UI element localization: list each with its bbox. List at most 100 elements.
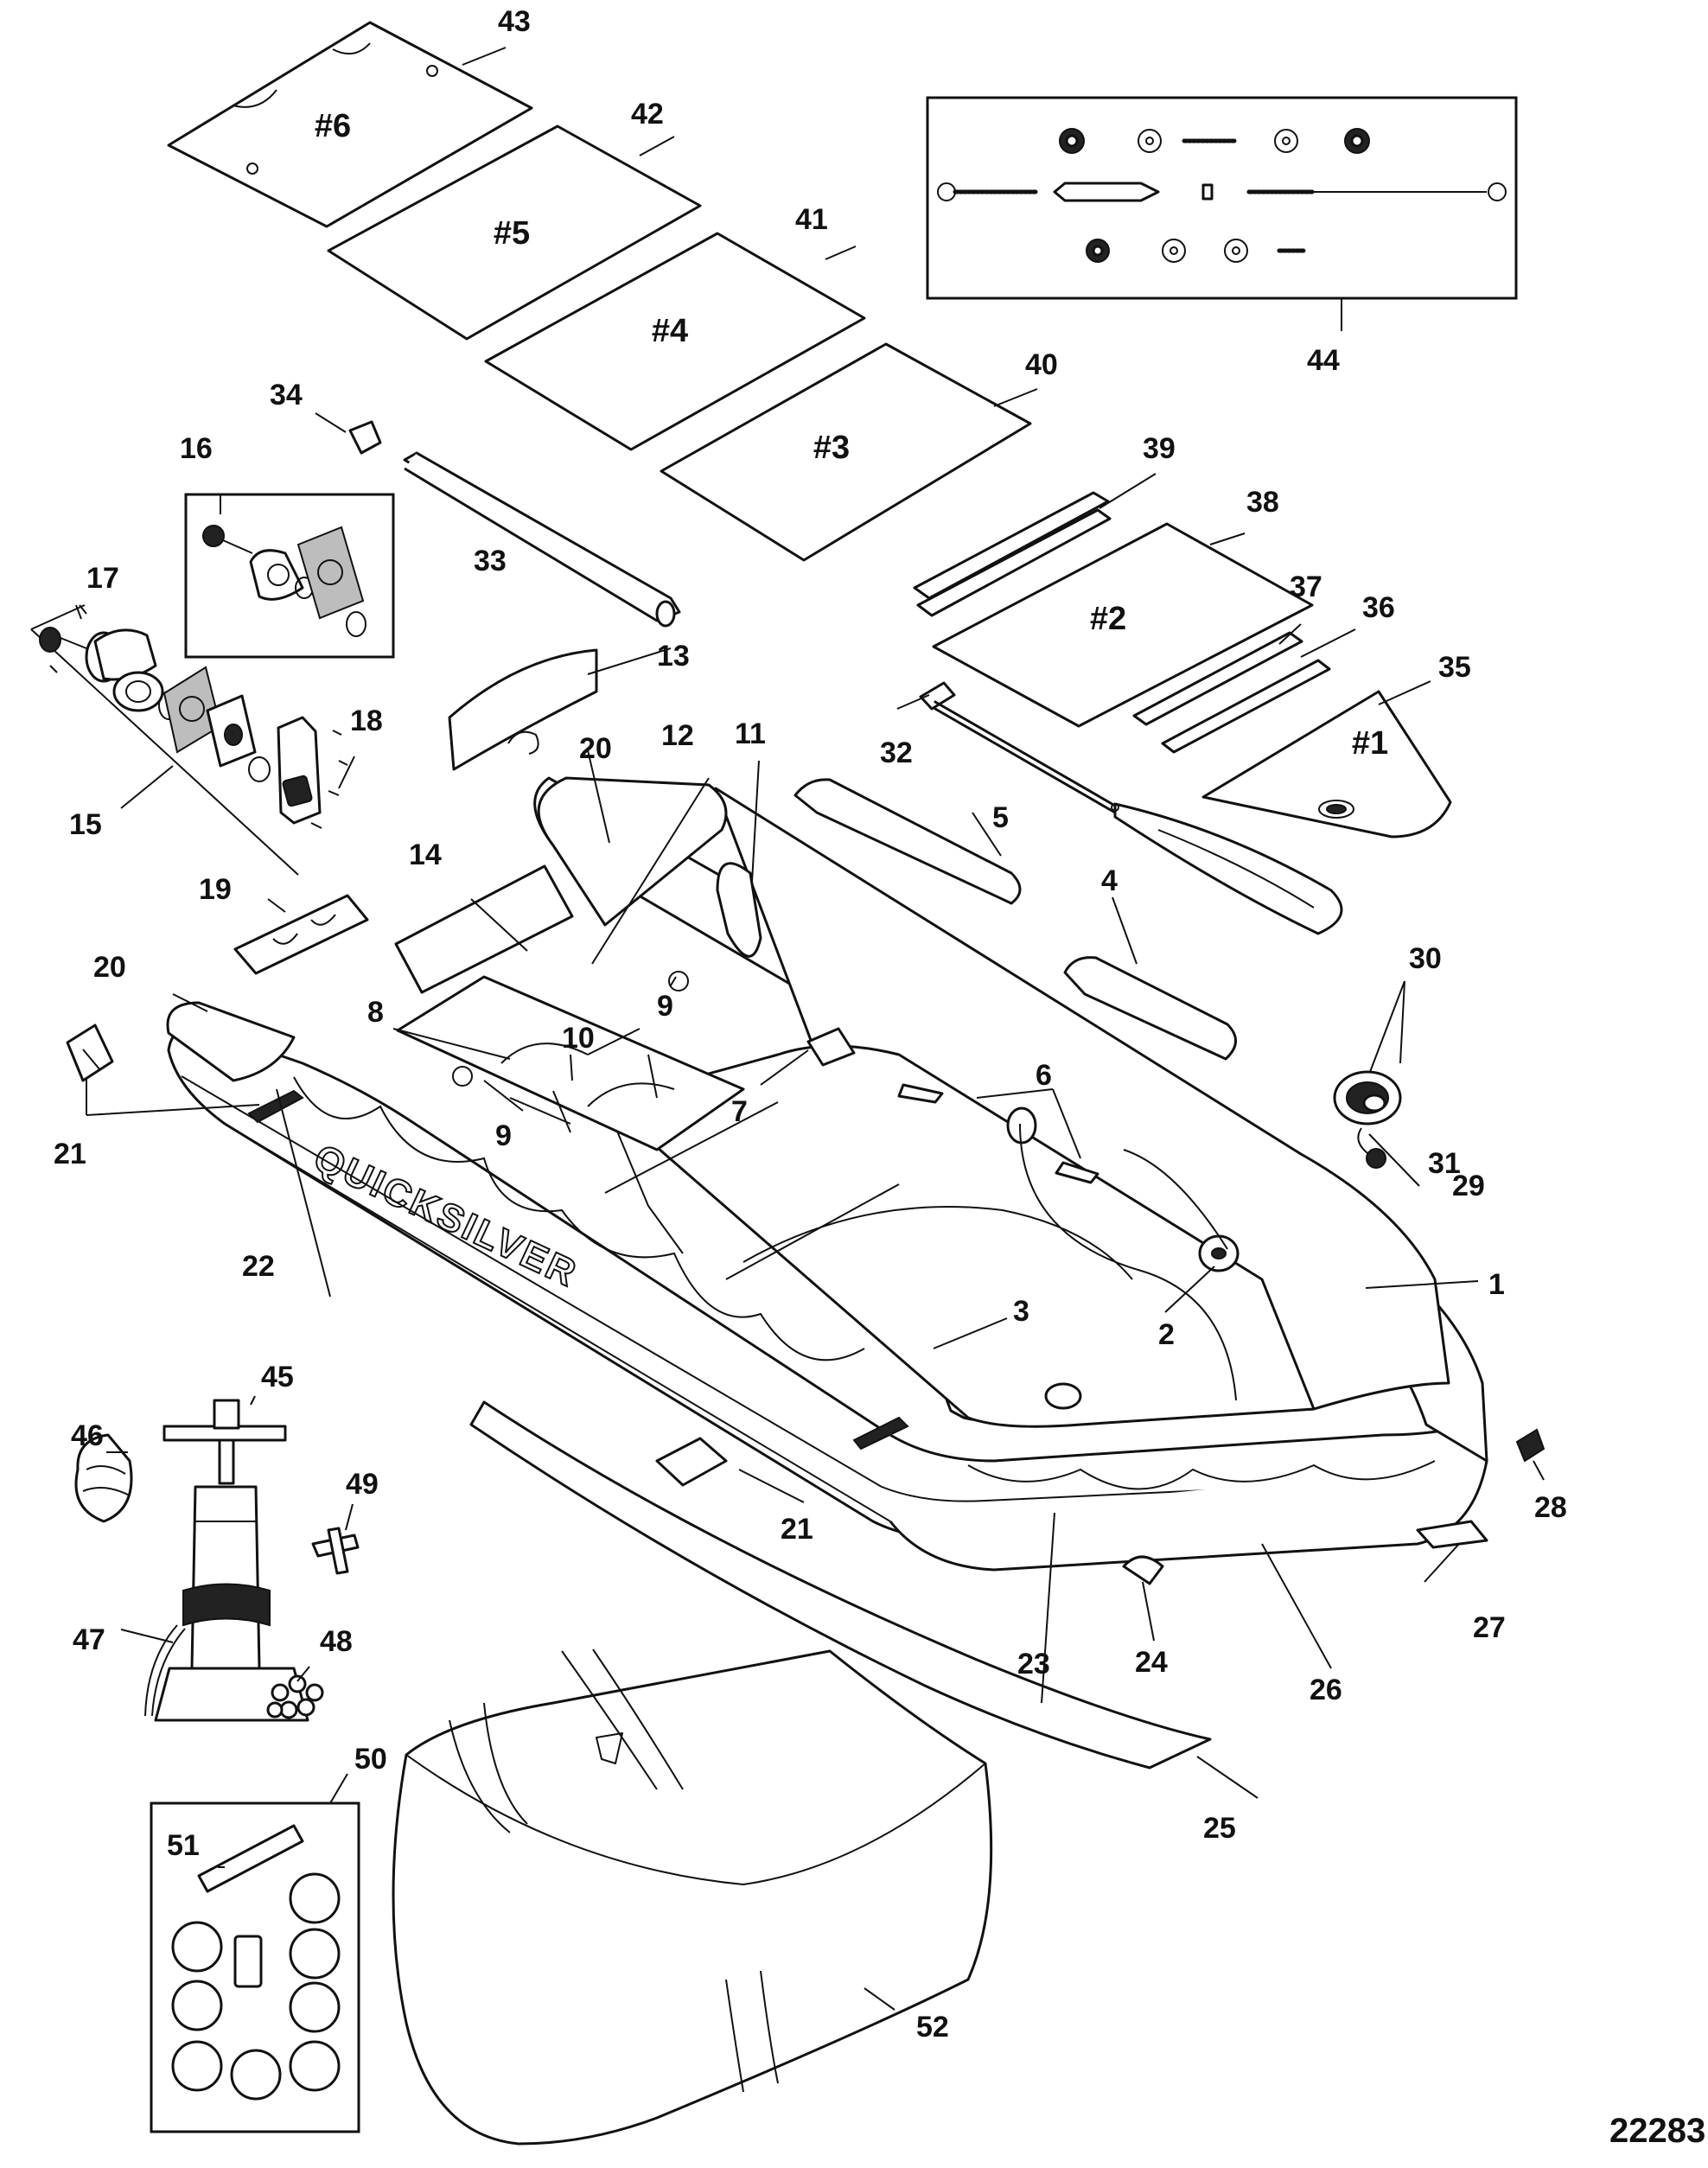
repair-kit-box — [150, 1801, 360, 2133]
callout-39: 39 — [1143, 432, 1176, 465]
callout-27: 27 — [1473, 1611, 1506, 1644]
callout-47: 47 — [73, 1623, 105, 1656]
valve-cap — [1357, 1127, 1386, 1169]
panel-mark-3: #3 — [813, 430, 850, 466]
callout-43: 43 — [498, 5, 531, 38]
callout-19: 19 — [199, 873, 232, 906]
callout-26: 26 — [1310, 1674, 1342, 1706]
tube-end-cone — [166, 1001, 296, 1082]
callout-35: 35 — [1438, 651, 1471, 684]
pump-adapter-set — [266, 1674, 324, 1719]
floor-stringer-39 — [913, 491, 1112, 617]
callout-5: 5 — [992, 801, 1009, 834]
callout-44: 44 — [1307, 344, 1340, 377]
valve-repair-kit-box — [184, 493, 395, 659]
callout-1: 1 — [1488, 1268, 1505, 1301]
callout-50: 50 — [354, 1743, 387, 1776]
seat-rail — [403, 451, 681, 628]
callout-29: 29 — [1452, 1170, 1485, 1202]
panel-mark-4: #4 — [652, 313, 688, 349]
keel-strip — [469, 1400, 1212, 1769]
callout-20-bow: 20 — [579, 732, 612, 765]
callout-20-stern: 20 — [93, 951, 126, 984]
callout-6: 6 — [1036, 1059, 1052, 1092]
callout-labels: 1 2 3 4 5 6 7 8 9 9 10 11 12 13 14 15 16… — [54, 5, 1567, 2044]
floor-panel-3: #3 — [660, 342, 1032, 562]
oar — [919, 681, 1343, 935]
callout-30: 30 — [1409, 942, 1442, 975]
callout-9-left: 9 — [495, 1119, 512, 1152]
callout-21-left: 21 — [54, 1138, 86, 1170]
hand-pump — [144, 1399, 309, 1722]
valve-assembly — [30, 604, 348, 876]
callout-13: 13 — [657, 640, 690, 673]
tow-ring — [1122, 1555, 1164, 1585]
callout-25: 25 — [1203, 1812, 1236, 1845]
floor-panel-6: #6 — [167, 21, 533, 228]
callout-23: 23 — [1017, 1648, 1050, 1680]
transom-seat-1: #1 — [1201, 690, 1452, 839]
callout-52: 52 — [916, 2011, 949, 2044]
pump-adapter-tee — [311, 1527, 360, 1575]
callout-4: 4 — [1101, 864, 1118, 897]
callout-45: 45 — [261, 1361, 294, 1393]
callout-40: 40 — [1025, 348, 1058, 381]
callout-16: 16 — [180, 432, 213, 465]
callout-31: 31 — [1428, 1147, 1461, 1180]
drawing-number: 22283 — [1609, 2112, 1705, 2150]
callout-24: 24 — [1135, 1646, 1168, 1679]
hardware-kit-box — [926, 96, 1518, 300]
callout-9-right: 9 — [657, 990, 673, 1023]
callout-51: 51 — [167, 1829, 200, 1862]
floor-stringer-37 — [1132, 631, 1303, 726]
floor-pad-5 — [793, 778, 1022, 905]
pump-adapter-cone — [74, 1433, 133, 1523]
boat-hull — [167, 776, 1488, 1572]
callout-2: 2 — [1158, 1318, 1175, 1351]
floor-panel-2: #2 — [932, 522, 1314, 728]
carry-bag — [392, 1648, 993, 2146]
floor-panel-5: #5 — [327, 124, 702, 341]
stern-clip — [1515, 1428, 1545, 1463]
callout-37: 37 — [1290, 571, 1322, 603]
floor-pad-4 — [1063, 956, 1237, 1061]
callout-8: 8 — [367, 996, 384, 1029]
callout-42: 42 — [631, 98, 664, 131]
seat-bag — [448, 648, 598, 771]
panel-mark-2: #2 — [1090, 601, 1126, 637]
carry-handle-loose — [66, 1023, 114, 1082]
callout-46: 46 — [71, 1419, 104, 1452]
callout-15: 15 — [69, 808, 102, 841]
panel-mark-1: #1 — [1352, 725, 1388, 762]
inflation-valve — [1333, 1070, 1402, 1125]
panel-mark-6: #6 — [315, 108, 351, 144]
callout-32: 32 — [880, 736, 913, 769]
callout-33: 33 — [474, 545, 507, 577]
callout-49: 49 — [346, 1468, 379, 1501]
callout-21-side: 21 — [781, 1513, 813, 1546]
transom-bracket — [233, 894, 369, 975]
floor-panel-4: #4 — [484, 232, 866, 451]
callout-41: 41 — [795, 203, 828, 236]
callout-12: 12 — [661, 719, 694, 752]
stern-fitting — [1416, 1520, 1488, 1549]
callout-38: 38 — [1246, 486, 1279, 519]
callout-22: 22 — [242, 1250, 275, 1283]
carry-handle-side — [655, 1437, 728, 1487]
panel-mark-5: #5 — [494, 215, 530, 252]
bow-storage-bag — [394, 864, 574, 994]
oarlock-rear — [852, 1416, 909, 1451]
callout-10: 10 — [562, 1022, 595, 1055]
leader-lines — [79, 47, 1545, 2011]
callout-7: 7 — [731, 1095, 748, 1128]
callout-18: 18 — [350, 705, 383, 737]
callout-34: 34 — [270, 379, 303, 411]
callout-28: 28 — [1534, 1491, 1567, 1524]
callout-17: 17 — [86, 562, 119, 595]
callout-36: 36 — [1362, 591, 1395, 624]
seat-clip — [348, 420, 382, 455]
callout-14: 14 — [409, 839, 442, 871]
callout-11: 11 — [735, 717, 766, 750]
callout-3: 3 — [1013, 1295, 1029, 1328]
